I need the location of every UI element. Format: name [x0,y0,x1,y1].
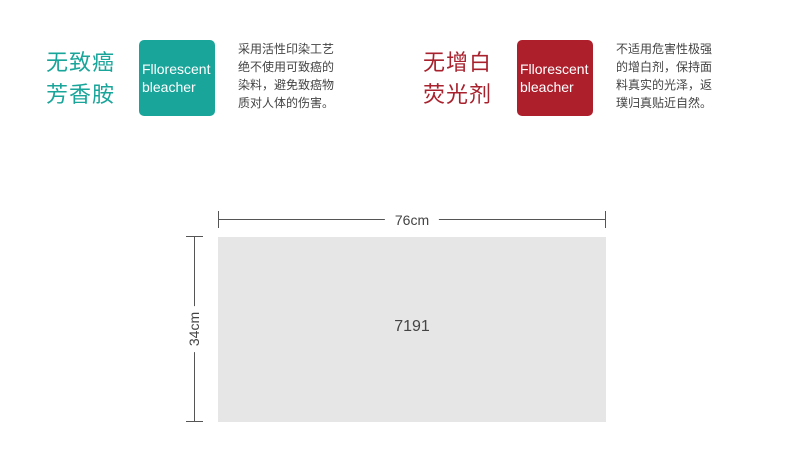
feature-description: 不适用危害性极强 的增白剂，保持面 料真实的光泽，返 璞归真贴近自然。 [616,42,713,110]
width-dimension: 76cm [218,210,606,230]
feature-no-carcinogenic-amines: 无致癌 芳香胺 Fllorescent bleacher 采用活性印染工艺 绝不… [46,40,366,118]
height-dimension-tick [186,236,203,237]
height-dimension: 34cm [184,236,204,422]
height-label: 34cm [184,305,204,353]
product-image-placeholder: 7191 [218,237,606,422]
feature-no-fluorescent-bleacher: 无增白 荧光剂 Fllorescent bleacher 不适用危害性极强 的增… [423,40,753,118]
width-label: 76cm [384,210,440,230]
feature-title: 无致癌 芳香胺 [46,51,116,108]
product-code: 7191 [394,318,430,335]
feature-badge: Fllorescent bleacher [517,40,593,116]
feature-title: 无增白 荧光剂 [423,51,493,108]
feature-badge: Fllorescent bleacher [139,40,215,116]
height-dimension-tick [186,421,203,422]
width-dimension-tick [218,211,219,228]
feature-description: 采用活性印染工艺 绝不使用可致癌的 染料，避免致癌物 质对人体的伤害。 [238,42,335,110]
width-dimension-tick [605,211,606,228]
